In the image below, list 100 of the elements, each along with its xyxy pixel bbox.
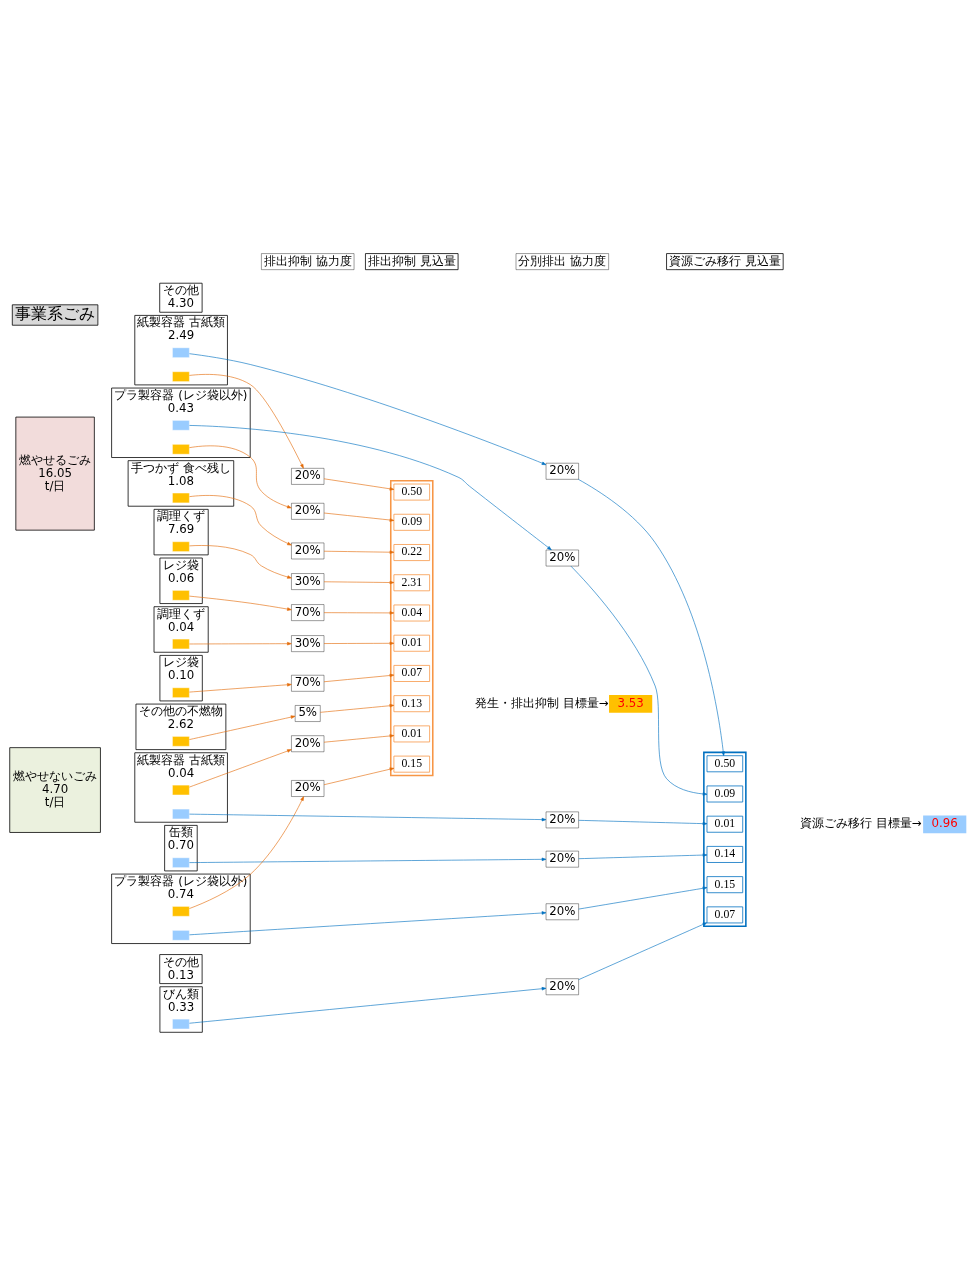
node-box: 20% bbox=[291, 467, 325, 485]
node-box: 20% bbox=[545, 978, 579, 995]
node-box: 20% bbox=[545, 462, 579, 479]
arrow bbox=[189, 910, 547, 935]
arrow bbox=[320, 703, 395, 713]
node-bar bbox=[172, 905, 190, 916]
node-box: 資源ごみ移行 見込量 bbox=[666, 252, 784, 270]
node-bar bbox=[172, 687, 190, 698]
node-bar bbox=[172, 371, 190, 382]
node-box: 5% bbox=[294, 704, 321, 722]
arrow bbox=[189, 795, 304, 909]
cluster: 調理くず 0.04 bbox=[153, 605, 209, 653]
node-box: 20% bbox=[291, 779, 325, 797]
node-box: 分別排出 協力度 bbox=[515, 252, 609, 270]
node-box: 0.50 bbox=[393, 483, 431, 500]
node-box: 0.14 bbox=[706, 845, 744, 863]
node-bar bbox=[172, 347, 190, 358]
arrow bbox=[578, 819, 708, 825]
node-box: 20% bbox=[291, 502, 325, 520]
cluster: 紙製容器 古紙類 0.04 bbox=[134, 751, 228, 823]
node-bar bbox=[172, 929, 190, 940]
node-box: 燃やせないごみ 4.70 t/日 bbox=[9, 746, 101, 833]
arrow bbox=[578, 852, 708, 859]
node-box: 0.96 bbox=[923, 815, 967, 833]
node-box: 0.15 bbox=[706, 875, 744, 893]
node-bar bbox=[172, 443, 190, 454]
arrow bbox=[323, 673, 395, 682]
node-box: 30% bbox=[291, 634, 325, 652]
arrow bbox=[578, 886, 708, 909]
node-box: 0.01 bbox=[393, 634, 431, 652]
cluster: その他の不燃物 2.62 bbox=[135, 703, 227, 750]
arrow bbox=[323, 477, 395, 490]
node-box: 20% bbox=[291, 542, 325, 559]
node-box: 70% bbox=[291, 603, 325, 621]
node-box: 70% bbox=[291, 674, 325, 691]
arrow bbox=[189, 445, 292, 508]
arrow bbox=[189, 544, 292, 579]
node-bar bbox=[172, 419, 190, 430]
arrow bbox=[323, 550, 395, 554]
cluster: びん類 0.33 bbox=[159, 985, 203, 1033]
arrow bbox=[189, 813, 547, 821]
node-box: 燃やせるごみ 16.05 t/日 bbox=[15, 416, 95, 531]
node-box: 30% bbox=[291, 572, 325, 590]
node-box: 0.07 bbox=[393, 664, 431, 682]
arrow bbox=[189, 714, 296, 740]
node-box: その他 0.13 bbox=[159, 953, 203, 984]
arrow bbox=[323, 733, 395, 743]
node-bar bbox=[172, 857, 190, 868]
node-bar bbox=[172, 492, 190, 503]
node-label: 発生・排出抑制 目標量→ bbox=[475, 695, 609, 710]
arrow bbox=[323, 580, 395, 584]
cluster: プラ製容器 (レジ袋以外) 0.74 bbox=[111, 873, 251, 944]
arrow bbox=[189, 857, 547, 863]
node-box: 0.50 bbox=[706, 754, 744, 772]
cluster: 手つかず 食べ残し 1.08 bbox=[127, 459, 235, 507]
arrow bbox=[323, 512, 395, 522]
node-bar bbox=[172, 735, 190, 746]
node-box: 20% bbox=[545, 903, 579, 920]
arrow bbox=[578, 921, 708, 980]
arrow bbox=[189, 352, 547, 465]
arrow bbox=[189, 373, 304, 469]
arrow bbox=[189, 494, 292, 545]
node-box: 0.01 bbox=[393, 724, 431, 742]
node-box: 0.09 bbox=[706, 785, 744, 802]
node-box: 0.07 bbox=[706, 905, 744, 923]
node-label: 資源ごみ移行 目標量→ bbox=[800, 815, 922, 830]
node-box: 3.53 bbox=[609, 694, 653, 713]
node-box: 20% bbox=[545, 850, 579, 867]
node-box: 事業系ごみ bbox=[11, 303, 99, 326]
arrow bbox=[189, 595, 292, 611]
node-box: 20% bbox=[545, 549, 579, 566]
cluster: レジ袋 0.06 bbox=[159, 557, 203, 604]
node-bar bbox=[172, 541, 190, 552]
node-bar bbox=[172, 1018, 190, 1029]
node-box: 20% bbox=[291, 735, 325, 752]
node-box: 2.31 bbox=[393, 573, 431, 591]
cluster: プラ製容器 (レジ袋以外) 0.43 bbox=[111, 387, 251, 458]
node-bar bbox=[172, 808, 190, 819]
node-box: 0.09 bbox=[393, 513, 431, 531]
node-box: その他 4.30 bbox=[159, 282, 203, 313]
arrow bbox=[189, 986, 547, 1024]
node-bar bbox=[172, 589, 190, 600]
node-box: 排出抑制 協力度 bbox=[261, 252, 355, 270]
arrow bbox=[189, 748, 292, 787]
node-bar bbox=[172, 638, 190, 649]
node-box: 0.22 bbox=[393, 543, 431, 561]
node-box: 0.15 bbox=[393, 755, 431, 773]
node-box: 20% bbox=[545, 811, 579, 828]
arrow bbox=[189, 682, 292, 692]
node-box: 排出抑制 見込量 bbox=[365, 252, 459, 270]
arrow bbox=[189, 424, 552, 550]
arrow bbox=[578, 478, 725, 756]
node-box: 0.04 bbox=[393, 604, 431, 621]
node-bar bbox=[172, 784, 190, 795]
node-box: 0.13 bbox=[393, 694, 431, 712]
arrow bbox=[323, 641, 395, 645]
arrow bbox=[323, 610, 395, 615]
arrow bbox=[189, 641, 292, 645]
node-box: 0.01 bbox=[706, 815, 744, 833]
arrow bbox=[323, 767, 395, 785]
